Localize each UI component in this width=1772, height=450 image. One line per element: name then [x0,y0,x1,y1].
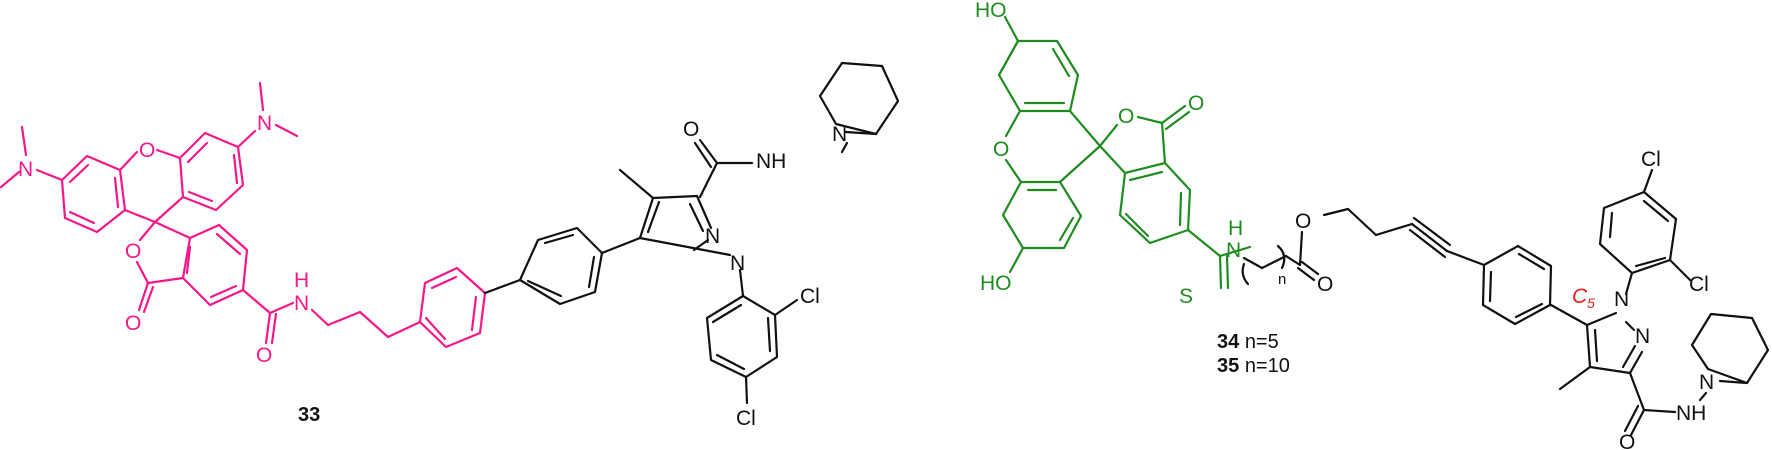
n-value-34: n=5 [1244,331,1279,353]
atom-H: H [294,269,309,292]
atom-O: O [125,312,141,335]
atom-N: N [1699,371,1714,394]
compound-34-fluorescein [997,15,1252,290]
atom-O: O [1317,273,1333,296]
atom-Cl: Cl [736,407,756,430]
atom-HO: HO [975,0,1007,22]
repeat-n: n [1278,271,1286,288]
compound-33-pyrazole [693,61,900,405]
atom-N: N [1635,325,1650,348]
atom-O: O [1619,431,1635,450]
compound-34-linker-labels: n O O [1278,210,1333,296]
atom-O: O [256,344,272,367]
atom-O: O [683,118,699,141]
atom-N: N [730,252,745,275]
c5-position-annotation: C5 [1572,285,1595,312]
atom-N: N [257,112,272,135]
atom-O: O [139,139,155,162]
atom-NH: NH [756,150,786,173]
atom-N: N [18,158,33,181]
atom-H: H [1228,217,1243,240]
compound-label-34: 34 n=5 [1217,331,1279,353]
atom-O: O [125,240,141,263]
atom-N: N [832,123,847,146]
compound-33-rhodamine [0,81,487,349]
compound-label-33: 33 [298,404,321,426]
compound-33-rhodamine-labels: N O N O O O H N [18,112,309,367]
compound-33-scaffold-labels: NH N O O N N Cl Cl [683,118,847,430]
atom-O: O [993,138,1009,161]
compound-34-fluorescein-labels: HO O HO O O S H N [975,0,1243,308]
atom-HO: HO [980,272,1012,295]
atom-Cl: Cl [800,285,820,308]
atom-S: S [1179,285,1193,308]
atom-O: O [1295,210,1311,233]
atom-O: O [1118,105,1134,128]
atom-O: O [1188,92,1204,115]
atom-N: N [1226,239,1241,262]
n-value-35: n=10 [1244,355,1290,377]
atom-Cl: Cl [1641,148,1661,171]
compound-34-scaffold-labels: N N O NH N Cl Cl [1614,148,1714,450]
atom-N: N [1614,288,1629,311]
compound-33-scaffold [483,168,732,306]
atom-NH: NH [1676,402,1706,425]
compound-34-scaffold [1481,168,1770,437]
atom-N: N [294,292,309,315]
atom-N: N [705,225,720,248]
compound-34-linker [1241,207,1486,286]
compound-label-35: 35 n=10 [1217,355,1290,377]
atom-Cl: Cl [1689,273,1709,296]
